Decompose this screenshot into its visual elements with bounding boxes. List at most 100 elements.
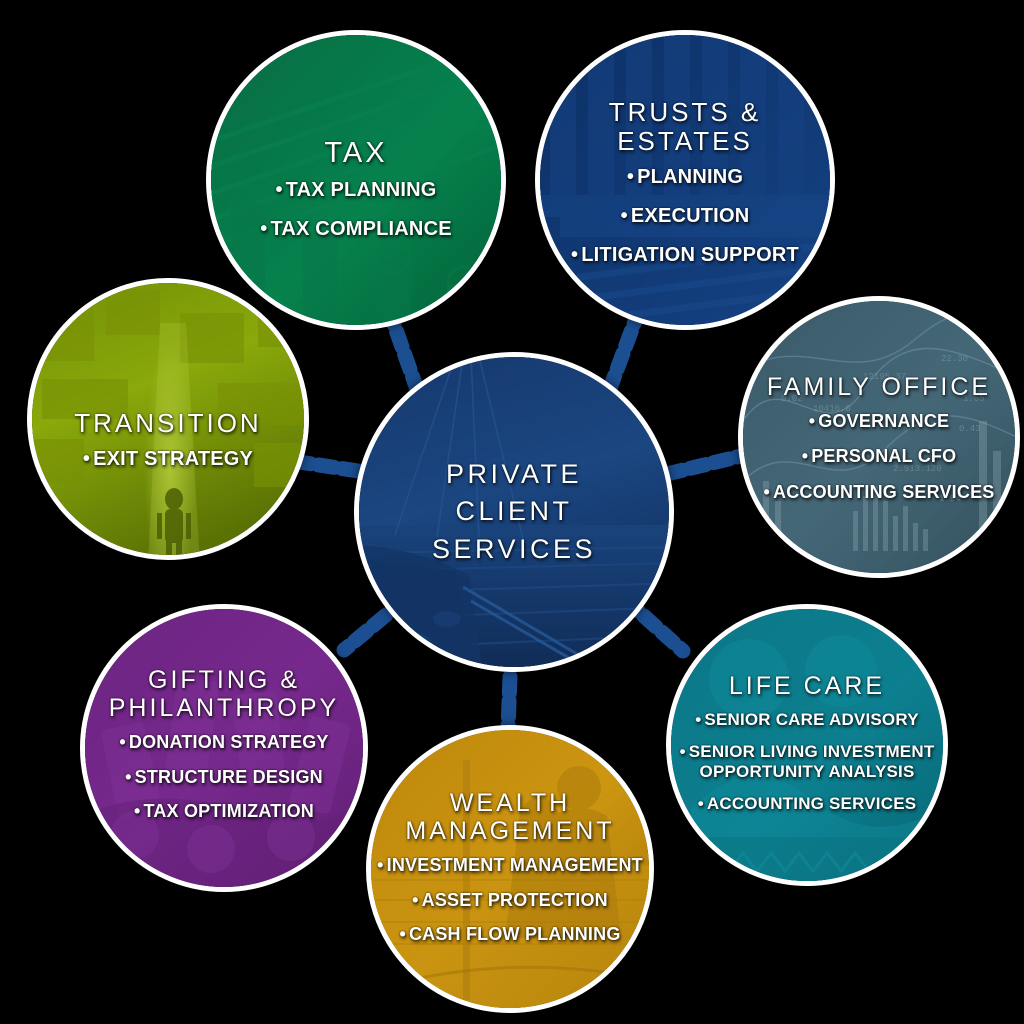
- item-label: TAX PLANNING: [285, 179, 437, 202]
- family-office-content: FAMILY OFFICE •GOVERNANCE •PERSONAL CFO …: [743, 357, 1015, 518]
- family-office-item-list: •GOVERNANCE •PERSONAL CFO •ACCOUNTING SE…: [749, 411, 1009, 503]
- life-care-background-image: [671, 609, 943, 881]
- gifting-title: GIFTING & PHILANTHROPY: [108, 666, 340, 723]
- trusts-content: TRUSTS & ESTATES •PLANNING •EXECUTION •L…: [540, 78, 830, 283]
- center-tint: [359, 357, 669, 667]
- bullet-icon: •: [626, 165, 635, 188]
- item-label: TAX OPTIMIZATION: [143, 801, 315, 822]
- family-office-tint: [743, 301, 1015, 573]
- svg-text:22.30: 22.30: [941, 354, 968, 364]
- svg-text:1.94: 1.94: [939, 494, 961, 504]
- svg-text:2.913.120: 2.913.120: [893, 464, 942, 474]
- trusts-title: TRUSTS & ESTATES: [608, 96, 762, 156]
- item-label: PLANNING: [637, 165, 744, 188]
- list-item: •DONATION STRATEGY: [91, 732, 357, 753]
- item-label: STRUCTURE DESIGN: [134, 766, 323, 787]
- item-label: ACCOUNTING SERVICES: [706, 793, 917, 813]
- node-transition[interactable]: TRANSITION •EXIT STRATEGY: [27, 278, 309, 560]
- list-item: •GOVERNANCE: [749, 411, 1009, 432]
- svg-text:1.65: 1.65: [963, 394, 985, 404]
- list-item: •EXECUTION: [546, 205, 824, 228]
- node-tax[interactable]: TAX •TAX PLANNING •TAX COMPLIANCE: [206, 30, 506, 330]
- item-label: INVESTMENT MANAGEMENT: [386, 855, 643, 876]
- node-private-client-services[interactable]: PRIVATE CLIENT SERVICES: [354, 352, 674, 672]
- tax-tint: [211, 35, 501, 325]
- list-item: •ACCOUNTING SERVICES: [749, 482, 1009, 503]
- list-item: •TAX COMPLIANCE: [217, 218, 495, 241]
- node-gifting-and-philanthropy[interactable]: GIFTING & PHILANTHROPY •DONATION STRATEG…: [80, 604, 368, 892]
- bullet-icon: •: [412, 889, 419, 910]
- life-care-title: LIFE CARE: [728, 671, 886, 700]
- item-label: PERSONAL CFO: [811, 446, 957, 467]
- bullet-icon: •: [260, 218, 268, 241]
- node-wealth-management[interactable]: WEALTH MANAGEMENT •INVESTMENT MANAGEMENT…: [366, 725, 654, 1013]
- wealth-background-image: [371, 730, 649, 1008]
- wealth-item-list: •INVESTMENT MANAGEMENT •ASSET PROTECTION…: [377, 855, 643, 945]
- life-care-item-list: •SENIOR CARE ADVISORY •SENIOR LIVING INV…: [677, 710, 937, 814]
- list-item: •ASSET PROTECTION: [377, 890, 643, 911]
- svg-text:10416.0: 10416.0: [813, 404, 851, 414]
- item-label: LITIGATION SUPPORT: [581, 243, 799, 266]
- center-background-image: [359, 357, 669, 667]
- bullet-icon: •: [125, 766, 132, 787]
- trusts-background-image: [540, 35, 830, 325]
- bullet-icon: •: [119, 732, 126, 753]
- gifting-tint: [85, 609, 363, 887]
- bullet-icon: •: [82, 448, 91, 471]
- node-trusts-and-estates[interactable]: TRUSTS & ESTATES •PLANNING •EXECUTION •L…: [535, 30, 835, 330]
- connector-center-wealth: [500, 669, 518, 737]
- life-care-content: LIFE CARE •SENIOR CARE ADVISORY •SENIOR …: [671, 664, 943, 827]
- item-label: EXIT STRATEGY: [93, 448, 254, 471]
- center-title: PRIVATE CLIENT SERVICES: [431, 459, 597, 564]
- trusts-tint: [540, 35, 830, 325]
- tax-item-list: •TAX PLANNING •TAX COMPLIANCE: [217, 179, 495, 241]
- bullet-icon: •: [377, 855, 384, 876]
- item-label: EXECUTION: [630, 204, 750, 227]
- svg-text:0.02: 0.02: [781, 394, 803, 404]
- node-life-care[interactable]: LIFE CARE •SENIOR CARE ADVISORY •SENIOR …: [666, 604, 948, 886]
- bullet-icon: •: [679, 742, 686, 762]
- bullet-icon: •: [763, 481, 770, 502]
- wealth-content: WEALTH MANAGEMENT •INVESTMENT MANAGEMENT…: [371, 779, 649, 959]
- item-label: TAX COMPLIANCE: [270, 218, 452, 241]
- list-item: •ACCOUNTING SERVICES: [677, 794, 937, 813]
- wealth-title: WEALTH MANAGEMENT: [405, 789, 615, 846]
- item-label: ASSET PROTECTION: [421, 889, 608, 910]
- list-item: •PLANNING: [546, 166, 824, 189]
- family-office-title: FAMILY OFFICE: [766, 372, 992, 401]
- bullet-icon: •: [697, 793, 704, 813]
- item-label: DONATION STRATEGY: [128, 732, 329, 753]
- list-item: •SENIOR LIVING INVESTMENT OPPORTUNITY AN…: [677, 742, 937, 781]
- list-item: •TAX PLANNING: [217, 179, 495, 202]
- item-label: GOVERNANCE: [818, 410, 950, 431]
- trusts-item-list: •PLANNING •EXECUTION •LITIGATION SUPPORT: [546, 166, 824, 266]
- transition-background-image: [32, 283, 304, 555]
- connector-center-family-office: [659, 447, 753, 482]
- list-item: •TAX OPTIMIZATION: [91, 801, 357, 822]
- list-item: •EXIT STRATEGY: [38, 448, 298, 471]
- bullet-icon: •: [399, 924, 406, 945]
- list-item: •LITIGATION SUPPORT: [546, 244, 824, 267]
- item-label: CASH FLOW PLANNING: [408, 924, 621, 945]
- item-label: SENIOR LIVING INVESTMENT OPPORTUNITY ANA…: [688, 742, 935, 781]
- bullet-icon: •: [620, 204, 628, 227]
- item-label: SENIOR CARE ADVISORY: [704, 709, 919, 729]
- bullet-icon: •: [571, 243, 579, 266]
- transition-tint: [32, 283, 304, 555]
- bullet-icon: •: [695, 709, 702, 729]
- bullet-icon: •: [801, 446, 809, 467]
- gifting-content: GIFTING & PHILANTHROPY •DONATION STRATEG…: [85, 660, 363, 836]
- list-item: •SENIOR CARE ADVISORY: [677, 710, 937, 729]
- bullet-icon: •: [133, 801, 141, 822]
- transition-content: TRANSITION •EXIT STRATEGY: [32, 367, 304, 471]
- transition-item-list: •EXIT STRATEGY: [38, 448, 298, 471]
- tax-title: TAX: [324, 136, 388, 169]
- center-content: PRIVATE CLIENT SERVICES: [359, 456, 669, 568]
- list-item: •CASH FLOW PLANNING: [377, 924, 643, 945]
- bullet-icon: •: [275, 179, 283, 202]
- list-item: •INVESTMENT MANAGEMENT: [377, 855, 643, 876]
- life-care-tint: [671, 609, 943, 881]
